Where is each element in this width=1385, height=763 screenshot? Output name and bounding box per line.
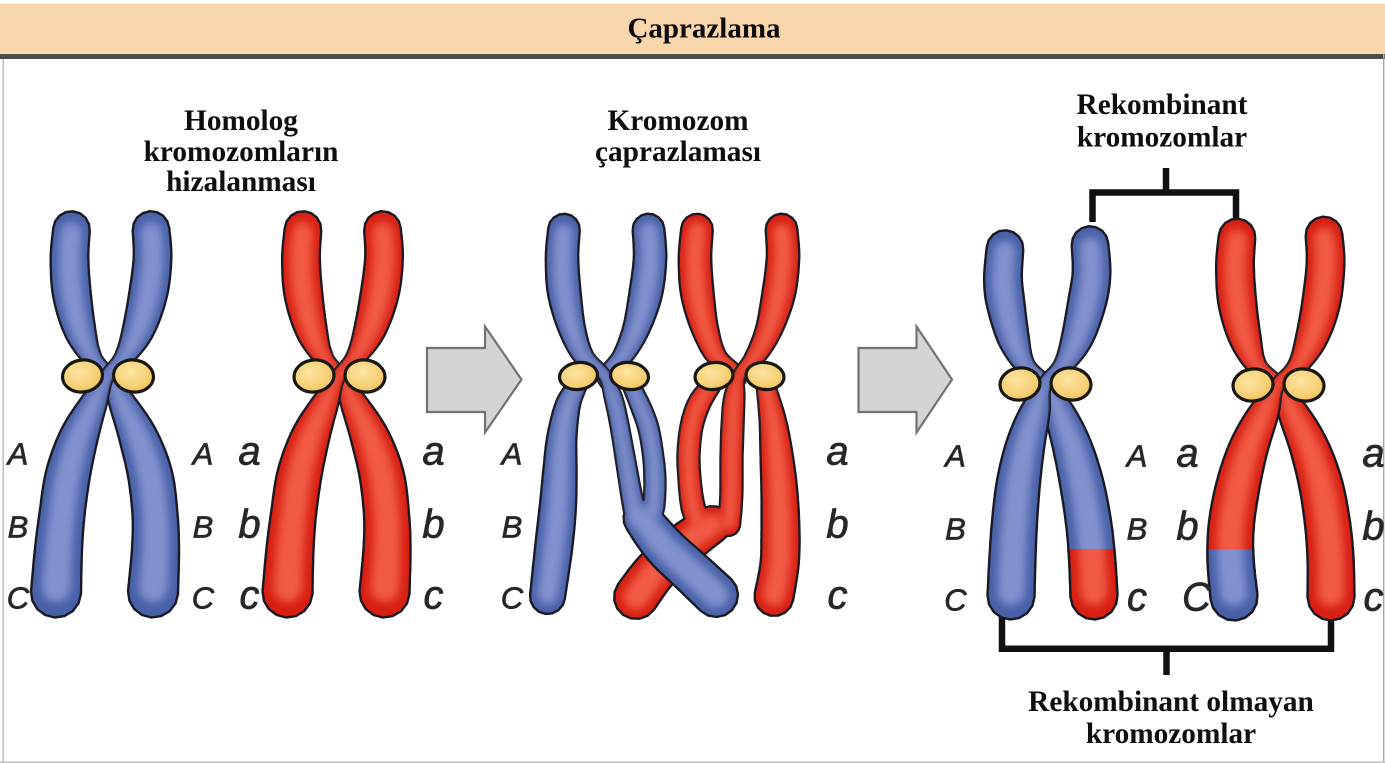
svg-text:kromozomlar: kromozomlar xyxy=(1077,122,1247,154)
svg-text:B: B xyxy=(8,510,29,545)
svg-text:c: c xyxy=(1127,576,1147,620)
svg-text:b: b xyxy=(1176,505,1198,549)
svg-text:kromozomların: kromozomların xyxy=(144,136,339,168)
svg-text:A: A xyxy=(943,439,966,474)
svg-text:b: b xyxy=(826,503,848,547)
svg-text:c: c xyxy=(240,574,260,618)
svg-text:B: B xyxy=(193,510,214,545)
svg-text:a: a xyxy=(1176,432,1198,476)
svg-text:Kromozom: Kromozom xyxy=(607,105,748,137)
svg-text:C: C xyxy=(501,581,524,616)
svg-text:a: a xyxy=(1362,432,1384,476)
svg-text:a: a xyxy=(422,430,444,474)
svg-text:A: A xyxy=(191,437,214,472)
svg-text:Rekombinant olmayan: Rekombinant olmayan xyxy=(1028,686,1314,718)
svg-text:c: c xyxy=(828,574,848,618)
svg-text:a: a xyxy=(238,430,260,474)
svg-text:C: C xyxy=(7,581,30,616)
svg-text:Homolog: Homolog xyxy=(184,105,298,137)
svg-text:hizalanması: hizalanması xyxy=(166,166,316,198)
svg-text:A: A xyxy=(500,437,523,472)
svg-text:Çaprazlama: Çaprazlama xyxy=(627,13,781,45)
svg-text:çaprazlaması: çaprazlaması xyxy=(595,136,761,168)
svg-text:A: A xyxy=(1125,439,1148,474)
svg-text:B: B xyxy=(1127,512,1148,547)
svg-text:C: C xyxy=(192,581,215,616)
svg-text:a: a xyxy=(826,430,848,474)
svg-text:C: C xyxy=(944,583,967,618)
svg-text:c: c xyxy=(1364,576,1384,620)
svg-text:Rekombinant: Rekombinant xyxy=(1077,89,1248,121)
svg-text:B: B xyxy=(945,512,966,547)
svg-text:b: b xyxy=(1362,505,1384,549)
svg-text:b: b xyxy=(422,503,444,547)
svg-text:b: b xyxy=(238,503,260,547)
svg-text:B: B xyxy=(502,510,523,545)
svg-text:kromozomlar: kromozomlar xyxy=(1086,718,1256,750)
svg-text:A: A xyxy=(6,437,29,472)
svg-text:c: c xyxy=(424,574,444,618)
svg-text:C: C xyxy=(1182,576,1212,620)
